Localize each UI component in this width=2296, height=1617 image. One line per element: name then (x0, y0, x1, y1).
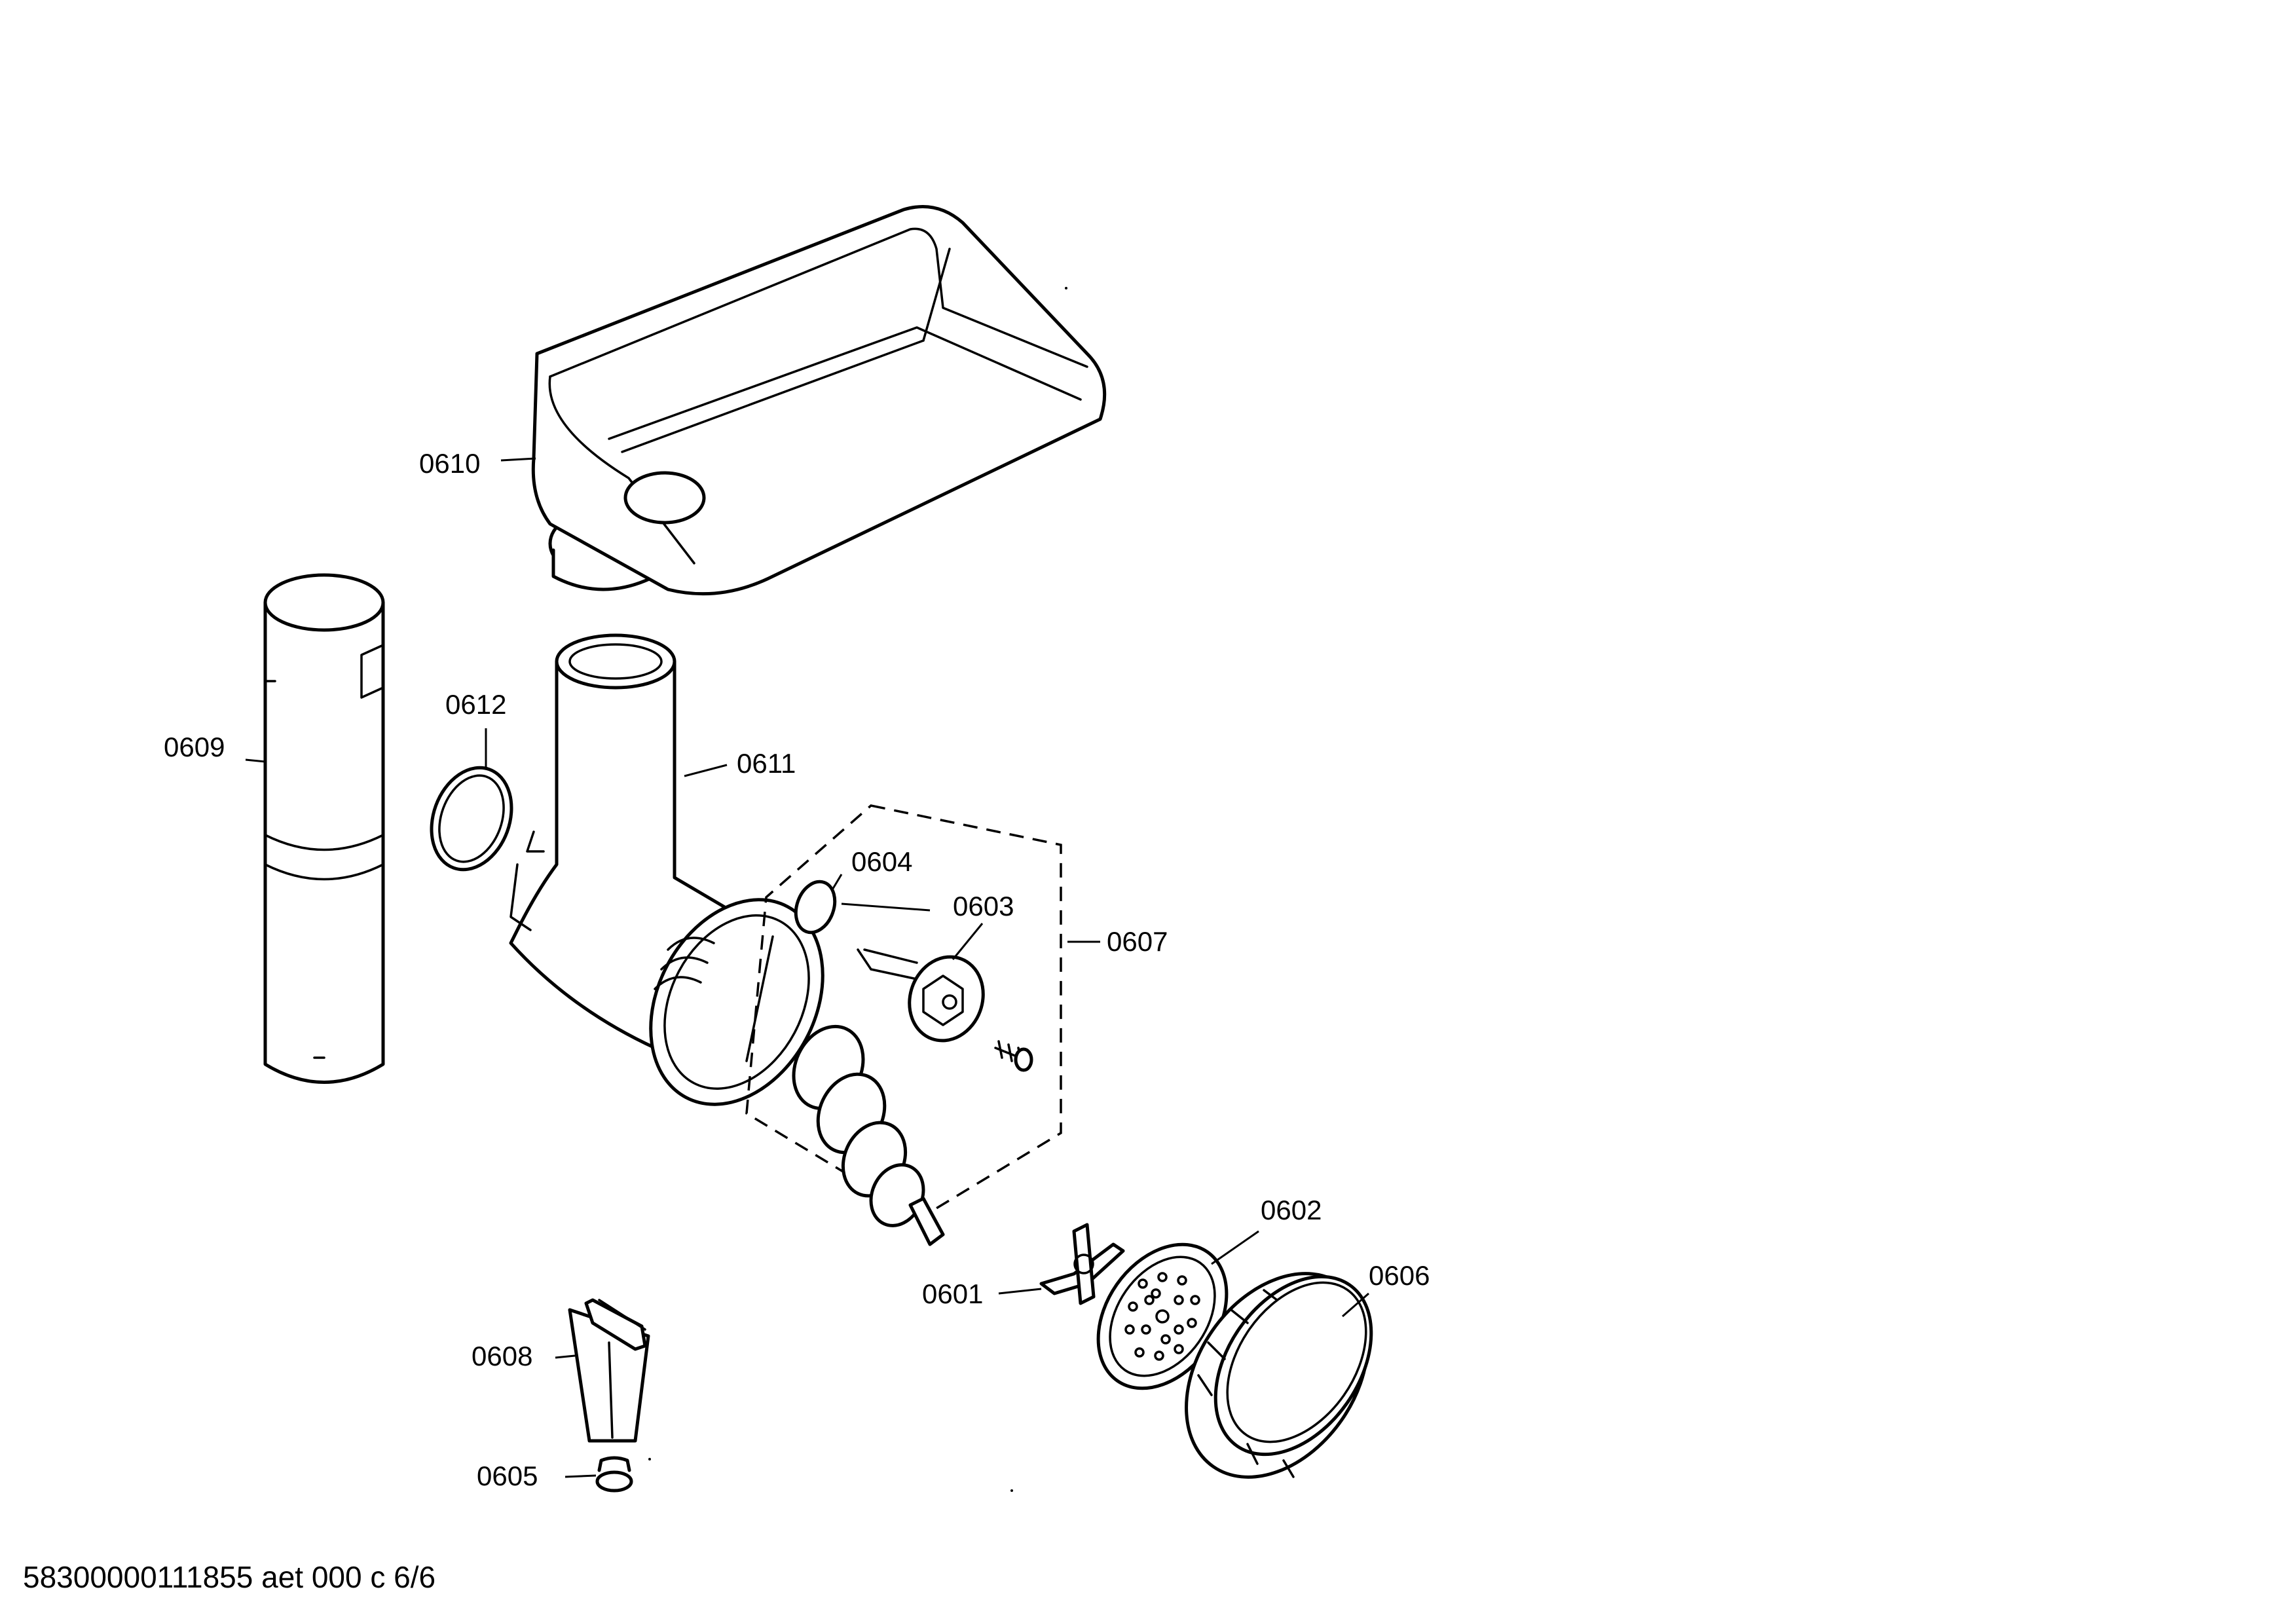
part-0604-small-ring (794, 880, 837, 935)
part-0608-nozzle (568, 1298, 650, 1443)
part-0603-bearing (857, 948, 985, 1043)
label-0612: 0612 (445, 689, 506, 720)
part-0609-food-pusher (263, 573, 385, 1084)
label-0606: 0606 (1369, 1260, 1430, 1291)
leader-lines (245, 457, 1369, 1478)
label-0610: 0610 (419, 448, 480, 479)
stray-dot (648, 1458, 651, 1460)
label-0604: 0604 (851, 846, 912, 877)
label-0607: 0607 (1107, 926, 1168, 957)
part-0605-small-nut (595, 1456, 633, 1493)
part-0611-grinder-housing (509, 633, 824, 1106)
label-0605: 0605 (477, 1460, 538, 1491)
document-footer-code: 58300000111855 aet 000 c 6/6 (23, 1560, 435, 1594)
part-0606-ring-nut (1185, 1272, 1373, 1479)
part-0612-seal-ring (430, 766, 513, 872)
part-0602-perforated-disc (1096, 1242, 1229, 1390)
stray-dot (1010, 1489, 1013, 1492)
stray-dot (1065, 287, 1067, 289)
label-0603: 0603 (953, 891, 1014, 921)
label-0608: 0608 (472, 1341, 532, 1371)
label-0602: 0602 (1261, 1195, 1322, 1225)
label-0609: 0609 (164, 732, 225, 762)
part-worm-shaft (792, 1024, 945, 1246)
label-0601: 0601 (922, 1278, 983, 1309)
part-0601-cutting-knife (1039, 1223, 1125, 1305)
label-0611: 0611 (737, 748, 796, 779)
part-screw (994, 1040, 1033, 1072)
part-0610-feed-tray (531, 205, 1107, 596)
